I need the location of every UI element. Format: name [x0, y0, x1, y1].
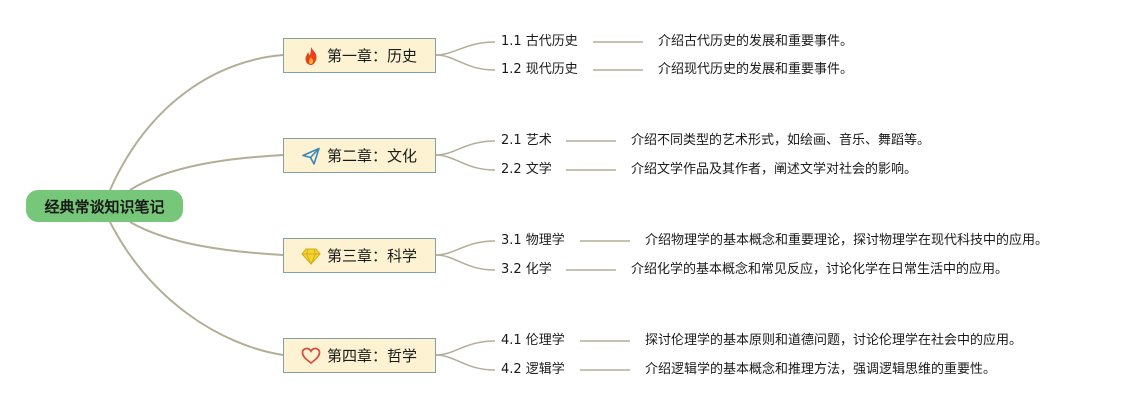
chapter-label: 第一章：历史 [327, 47, 418, 65]
chapter-node-philosophy[interactable]: 第四章：哲学 [283, 338, 436, 373]
chapter-1-sub-2-connector [435, 54, 496, 71]
chapter-1-sub-1-connector [435, 41, 496, 56]
subtopic-description: 介绍古代历史的发展和重要事件。 [658, 34, 854, 49]
chapter-label: 第三章：科学 [327, 247, 418, 265]
subtopic-description: 介绍不同类型的艺术形式，如绘画、音乐、舞蹈等。 [631, 133, 931, 148]
subtopic-ethics[interactable]: 4.1 伦理学 [501, 333, 565, 348]
root-to-chapter-1-connector [109, 54, 284, 191]
subtopic-description: 介绍文学作品及其作者，阐述文学对社会的影响。 [631, 162, 918, 177]
chapter-label: 第四章：哲学 [327, 347, 418, 365]
subtopic-physics[interactable]: 3.1 物理学 [501, 233, 565, 248]
subtopic-modern-history[interactable]: 1.2 现代历史 [501, 62, 578, 77]
subtopic-literature[interactable]: 2.2 文学 [501, 162, 552, 177]
subtopic-description: 探讨伦理学的基本原则和道德问题，讨论伦理学在社会中的应用。 [645, 333, 1023, 348]
subtopic-chemistry[interactable]: 3.2 化学 [501, 262, 552, 277]
root-to-chapter-4-connector [109, 221, 284, 356]
subtopic-description: 介绍物理学的基本概念和重要理论，探讨物理学在现代科技中的应用。 [645, 233, 1049, 248]
root-to-chapter-2-connector [129, 154, 284, 191]
chapter-node-science[interactable]: 第三章：科学 [283, 238, 436, 273]
root-node[interactable]: 经典常谈知识笔记 [26, 190, 183, 222]
chapter-2-sub-2-connector [435, 154, 496, 171]
subtopic-logic[interactable]: 4.2 逻辑学 [501, 362, 565, 377]
chapter-4-sub-2-connector [435, 354, 496, 371]
root-to-chapter-3-connector [129, 221, 284, 256]
chapter-node-history[interactable]: 第一章：历史 [283, 38, 436, 73]
subtopic-description: 介绍现代历史的发展和重要事件。 [658, 62, 854, 77]
subtopic-art[interactable]: 2.1 艺术 [501, 133, 552, 148]
subtopic-ancient-history[interactable]: 1.1 古代历史 [501, 34, 578, 49]
subtopic-description: 介绍化学的基本概念和常见反应，讨论化学在日常生活中的应用。 [631, 262, 1009, 277]
chapter-2-sub-1-connector [435, 140, 496, 156]
chapter-4-sub-1-connector [435, 340, 496, 356]
root-label: 经典常谈知识笔记 [44, 197, 165, 216]
fire-icon [300, 45, 322, 67]
chapter-3-sub-2-connector [435, 254, 496, 271]
subtopic-description: 介绍逻辑学的基本概念和推理方法，强调逻辑思维的重要性。 [645, 362, 997, 377]
chapter-node-culture[interactable]: 第二章：文化 [283, 138, 436, 173]
heart-icon [300, 345, 322, 367]
chapter-label: 第二章：文化 [327, 147, 418, 165]
paper-plane-icon [300, 145, 322, 167]
chapter-3-sub-1-connector [435, 240, 496, 256]
diamond-icon [300, 245, 322, 267]
